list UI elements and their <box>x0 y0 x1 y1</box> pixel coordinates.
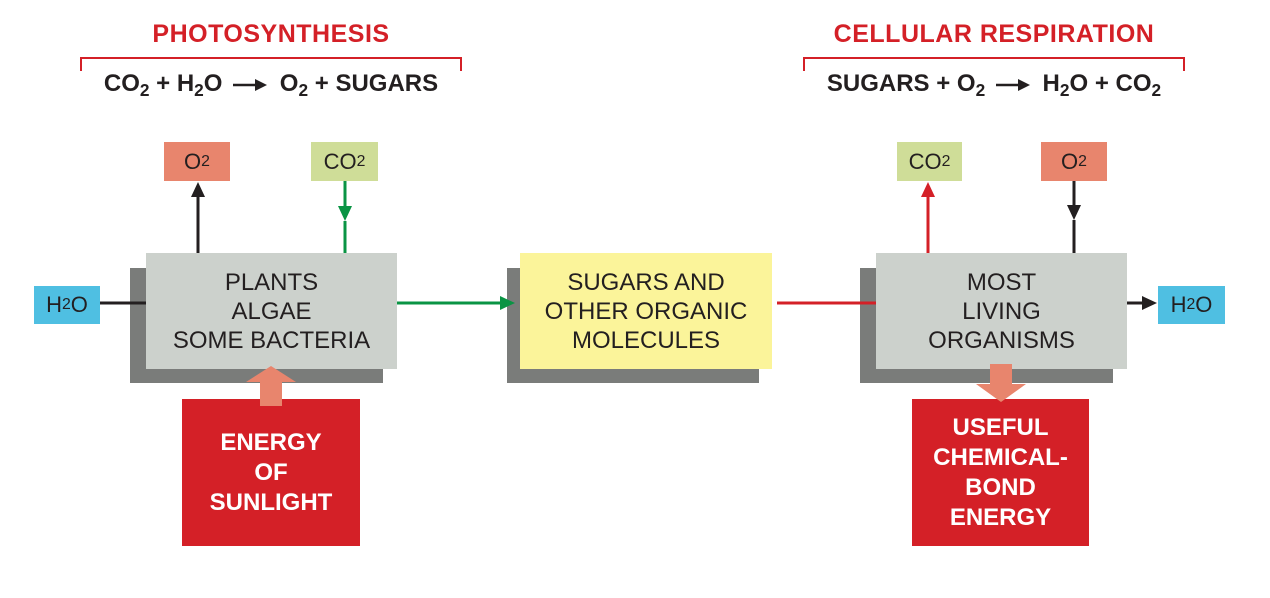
chemical-energy-arrow-icon <box>976 364 1026 402</box>
sunlight-energy-line: SUNLIGHT <box>209 488 333 516</box>
organisms-box-line: LIVING <box>962 297 1041 325</box>
chemical-energy-line: ENERGY <box>949 503 1052 531</box>
plants-box-line: ALGAE <box>231 297 312 325</box>
chemical-energy-box: USEFUL CHEMICAL- BOND ENERGY <box>912 399 1089 546</box>
sunlight-arrow-icon <box>246 366 296 406</box>
yields-arrow-icon <box>995 70 1032 98</box>
yields-arrow-icon <box>233 70 269 98</box>
organisms-box-line: ORGANISMS <box>928 326 1075 354</box>
photosynthesis-equation: CO2 + H2O O2 + SUGARS <box>103 70 439 101</box>
chemical-energy-line: CHEMICAL- <box>933 443 1068 471</box>
sunlight-energy-box: ENERGY OF SUNLIGHT <box>182 399 360 546</box>
plants-box-line: SOME BACTERIA <box>172 326 371 354</box>
organisms-box-line: MOST <box>966 268 1037 296</box>
sugars-box-line: OTHER ORGANIC <box>544 297 748 325</box>
sugars-box-line: SUGARS AND <box>567 268 725 296</box>
chemical-energy-line: USEFUL <box>952 413 1049 441</box>
organisms-box: MOST LIVING ORGANISMS <box>876 253 1127 369</box>
respiration-equation: SUGARS + O2 H2O + CO2 <box>826 70 1162 101</box>
plants-box-line: PLANTS <box>224 268 319 296</box>
photosynthesis-bracket <box>80 57 462 71</box>
sunlight-energy-line: OF <box>254 458 288 486</box>
photosynthesis-title: PHOTOSYNTHESIS <box>152 20 390 48</box>
respiration-title: CELLULAR RESPIRATION <box>833 20 1155 48</box>
sunlight-energy-line: ENERGY <box>220 428 322 456</box>
respiration-bracket <box>803 57 1185 71</box>
plants-box: PLANTS ALGAE SOME BACTERIA <box>146 253 397 369</box>
sugars-box: SUGARS AND OTHER ORGANIC MOLECULES <box>520 253 772 369</box>
chemical-energy-line: BOND <box>965 473 1036 501</box>
sugars-box-line: MOLECULES <box>571 326 721 354</box>
